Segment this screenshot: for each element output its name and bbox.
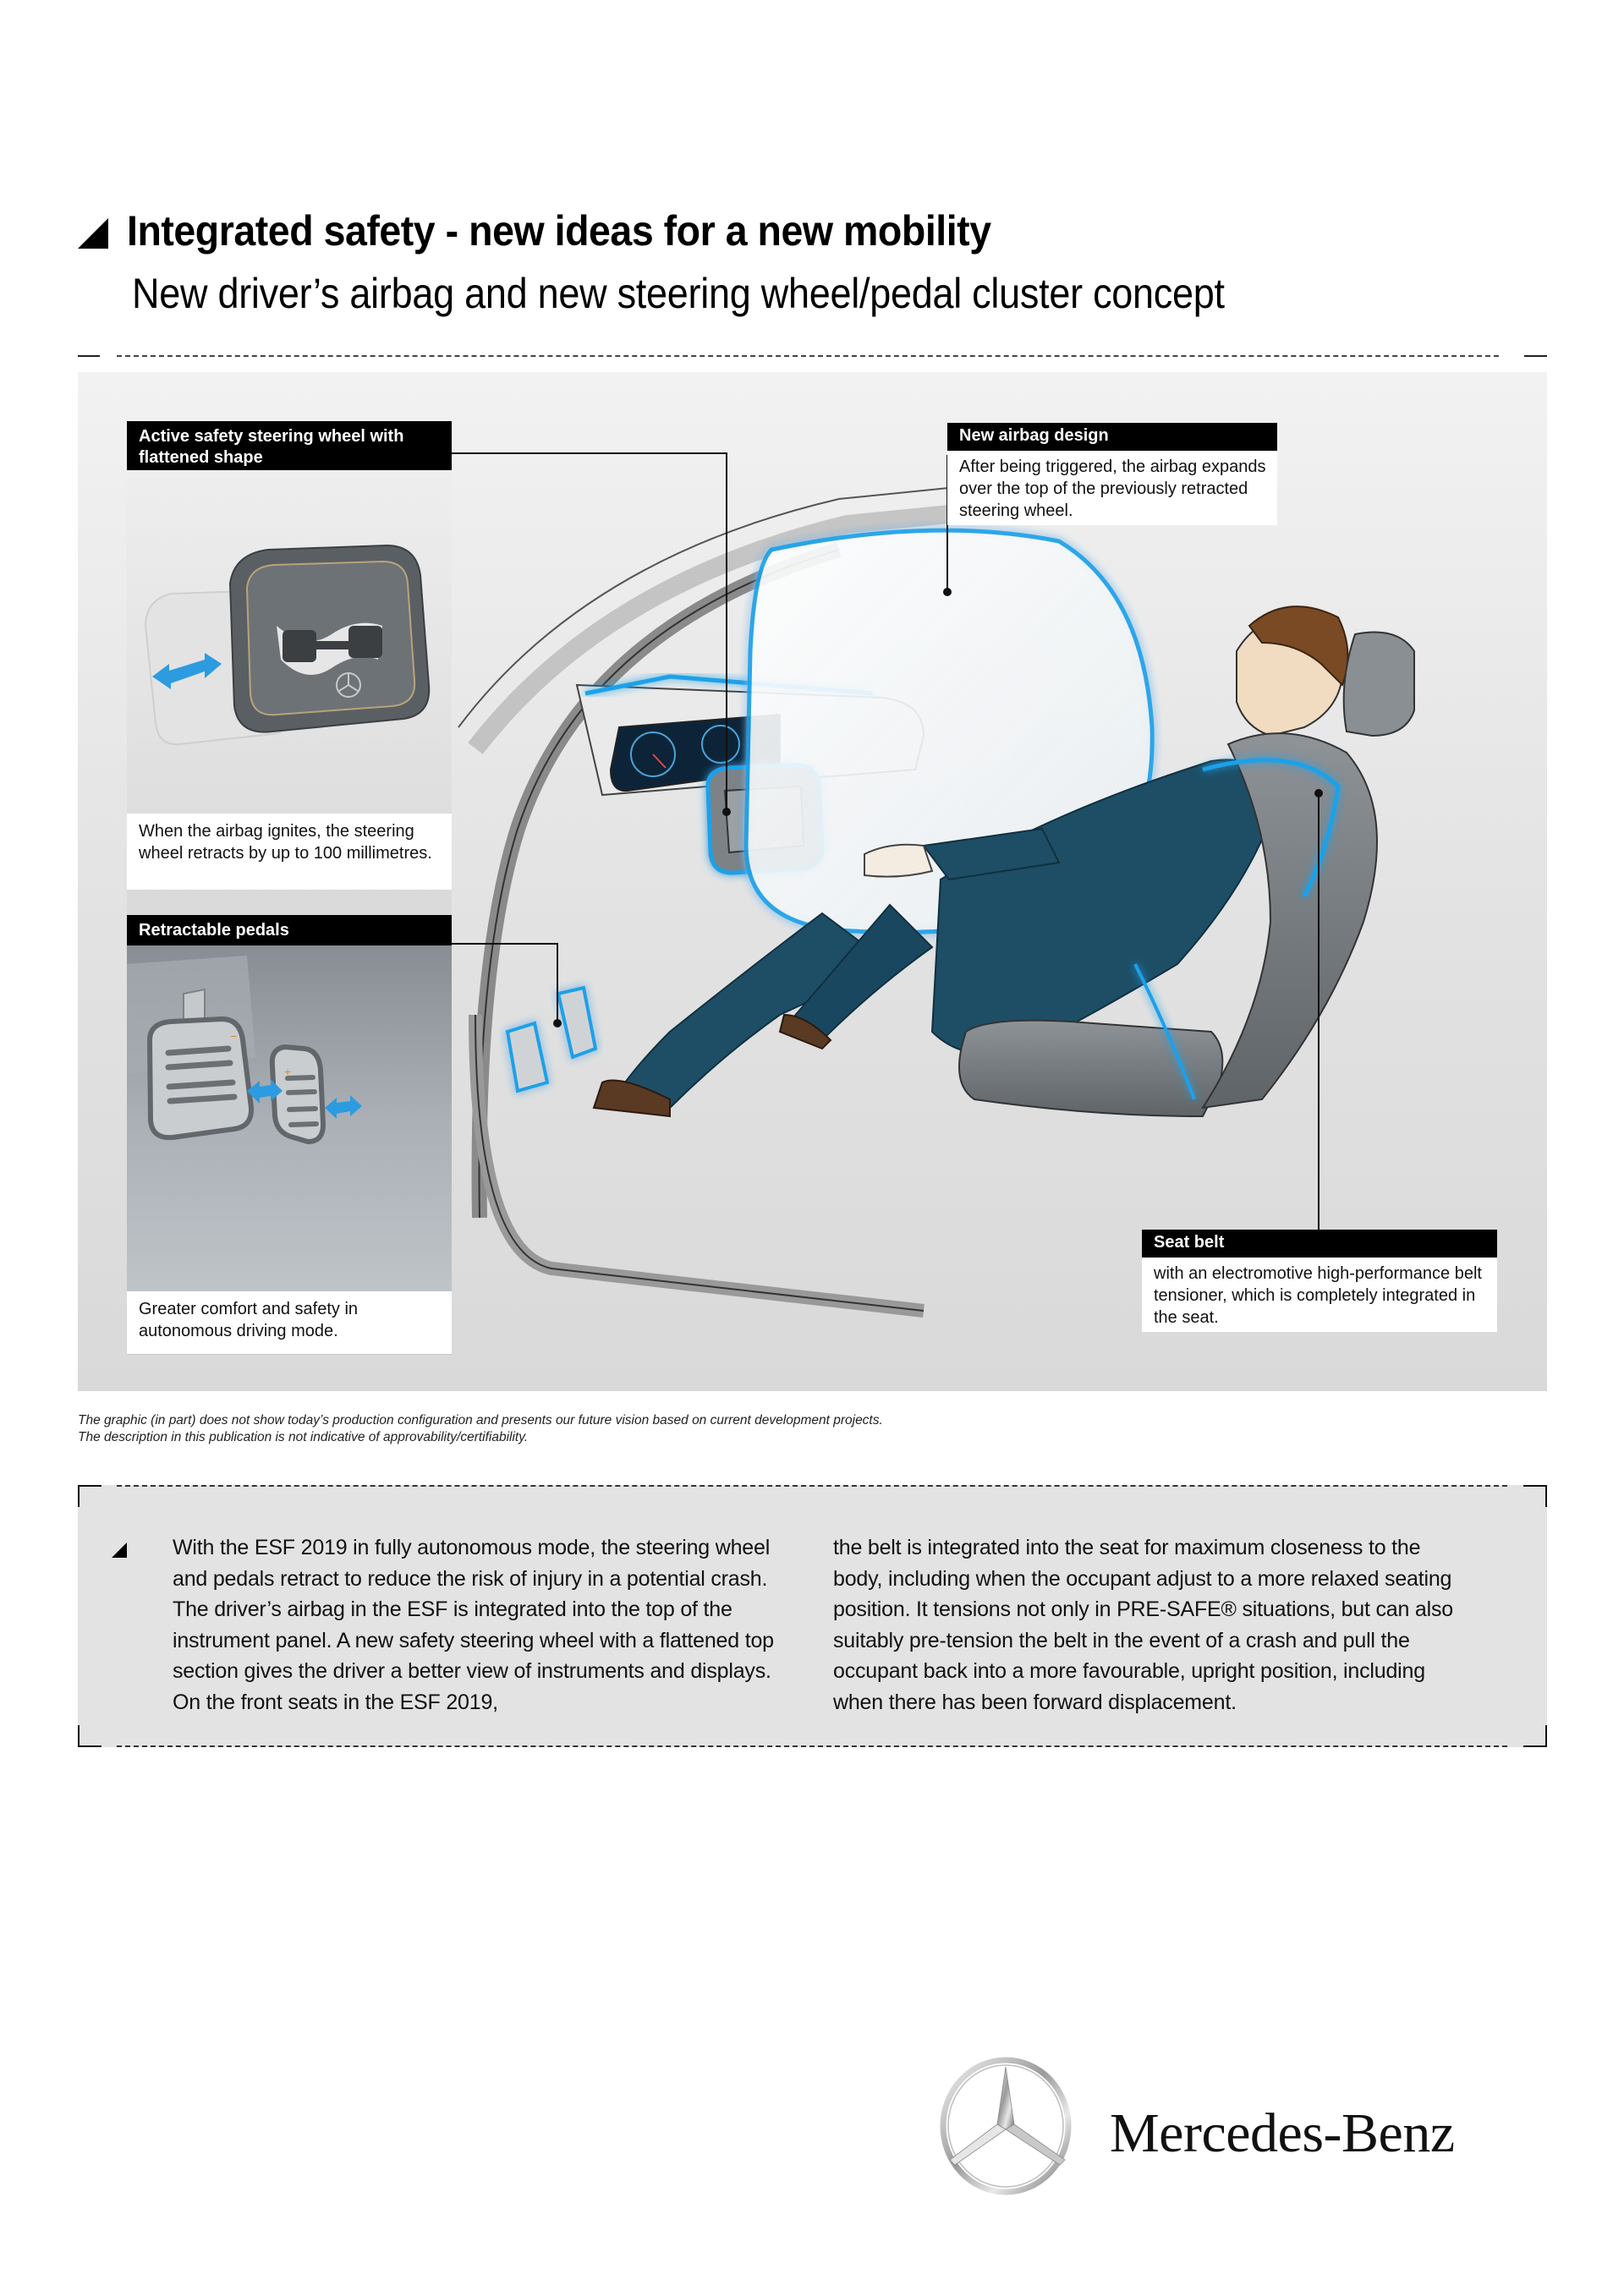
callout-steering-wheel-heading: Active safety steering wheel with flatte…: [127, 421, 452, 470]
callout-airbag-body: After being triggered, the airbag expand…: [947, 451, 1277, 525]
body-text-column-1: With the ESF 2019 in fully autonomous mo…: [173, 1536, 774, 1714]
seat-back-icon: [1200, 732, 1378, 1110]
callout-airbag-heading: New airbag design: [947, 423, 1277, 451]
seat-cushion-icon: [958, 1019, 1224, 1118]
header-divider: [78, 355, 1547, 357]
inset-steering-wheel-icon: [144, 544, 431, 746]
page-heading: Integrated safety - new ideas for a new …: [78, 206, 1056, 255]
body-text-box: With the ESF 2019 in fully autonomous mo…: [78, 1485, 1547, 1747]
pedal-icon: [556, 985, 598, 1060]
callout-pedals-heading: Retractable pedals: [127, 915, 452, 945]
cockpit-drawing: − +: [127, 452, 1415, 1318]
mercedes-star-icon: [940, 2057, 1072, 2195]
callout-seat-belt-heading: Seat belt: [1142, 1230, 1497, 1258]
shoe-icon: [592, 1079, 671, 1118]
safety-illustration: − +: [78, 372, 1547, 1391]
callout-seat-belt-body: with an electromotive high-performance b…: [1142, 1258, 1497, 1332]
svg-text:−: −: [230, 1029, 237, 1043]
brand-wordmark: Mercedes-Benz: [1110, 2102, 1455, 2164]
disclaimer: The graphic (in part) does not show toda…: [78, 1412, 883, 1446]
svg-text:+: +: [284, 1065, 291, 1078]
retract-arrow-icon: [325, 1095, 362, 1119]
callout-steering-wheel-body: When the airbag ignites, the steering wh…: [127, 814, 452, 890]
retract-arrow-icon: [152, 653, 222, 689]
headrest-icon: [1342, 631, 1415, 737]
hand-icon: [864, 843, 934, 878]
page-title: Integrated safety - new ideas for a new …: [127, 207, 991, 255]
retract-arrow-icon: [247, 1079, 283, 1104]
triangle-bullet-icon: [112, 1543, 127, 1558]
inset-pedals-icon: − +: [127, 956, 362, 1145]
pedal-icon: [505, 1021, 550, 1093]
triangle-bullet-icon: [78, 218, 108, 249]
page-subtitle: New driver’s airbag and new steering whe…: [132, 270, 1225, 317]
callout-pedals-body: Greater comfort and safety in autonomous…: [127, 1291, 452, 1354]
disclaimer-line-2: The description in this publication is n…: [78, 1430, 529, 1444]
disclaimer-line-1: The graphic (in part) does not show toda…: [78, 1413, 883, 1427]
body-text-column-2: the belt is integrated into the seat for…: [833, 1536, 1453, 1714]
